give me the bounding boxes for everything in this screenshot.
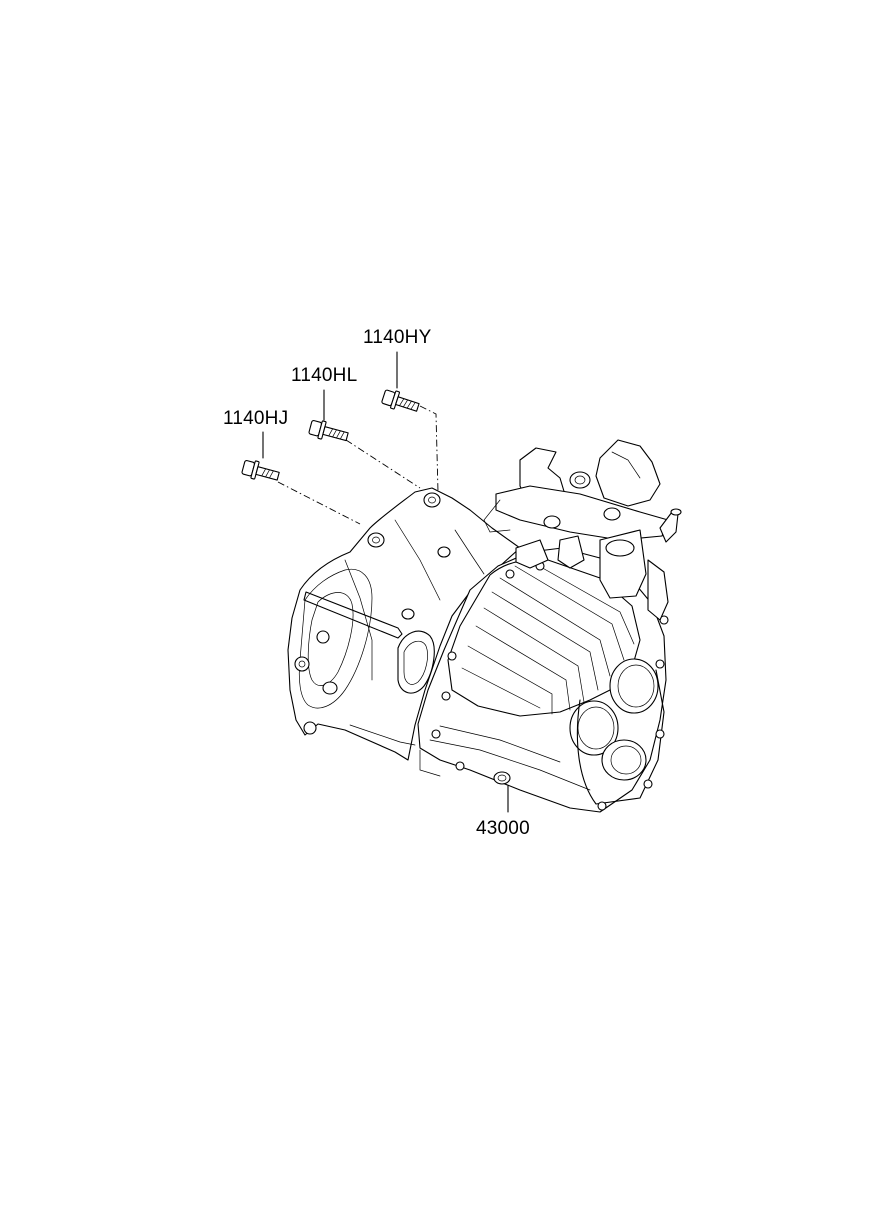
driveshaft-seal-boss [397, 630, 435, 694]
callout-43000-label: 43000 [476, 818, 530, 839]
callout-1140hy-label: 1140HY [363, 327, 432, 348]
leader-lines [262, 351, 509, 813]
callout-1140hl-label: 1140HL [291, 365, 358, 386]
transaxle-assembly [287, 439, 682, 813]
bolt-1140HL [308, 420, 349, 442]
shift-rod [303, 591, 403, 639]
bearing-caps [569, 658, 659, 781]
callout-1140hj-label: 1140HJ [223, 408, 289, 429]
drain-plug [493, 771, 511, 785]
end-cover-bolts [431, 561, 669, 811]
clutch-housing-flange [298, 568, 373, 709]
cover-fin-lines [461, 561, 635, 715]
bolt-1140HY [381, 389, 420, 412]
clutch-housing-outline [287, 487, 521, 761]
housing-bosses [294, 492, 477, 735]
bolt-1140HJ [241, 460, 280, 481]
shift-mechanism [483, 439, 682, 621]
end-cover-flange [576, 669, 665, 805]
